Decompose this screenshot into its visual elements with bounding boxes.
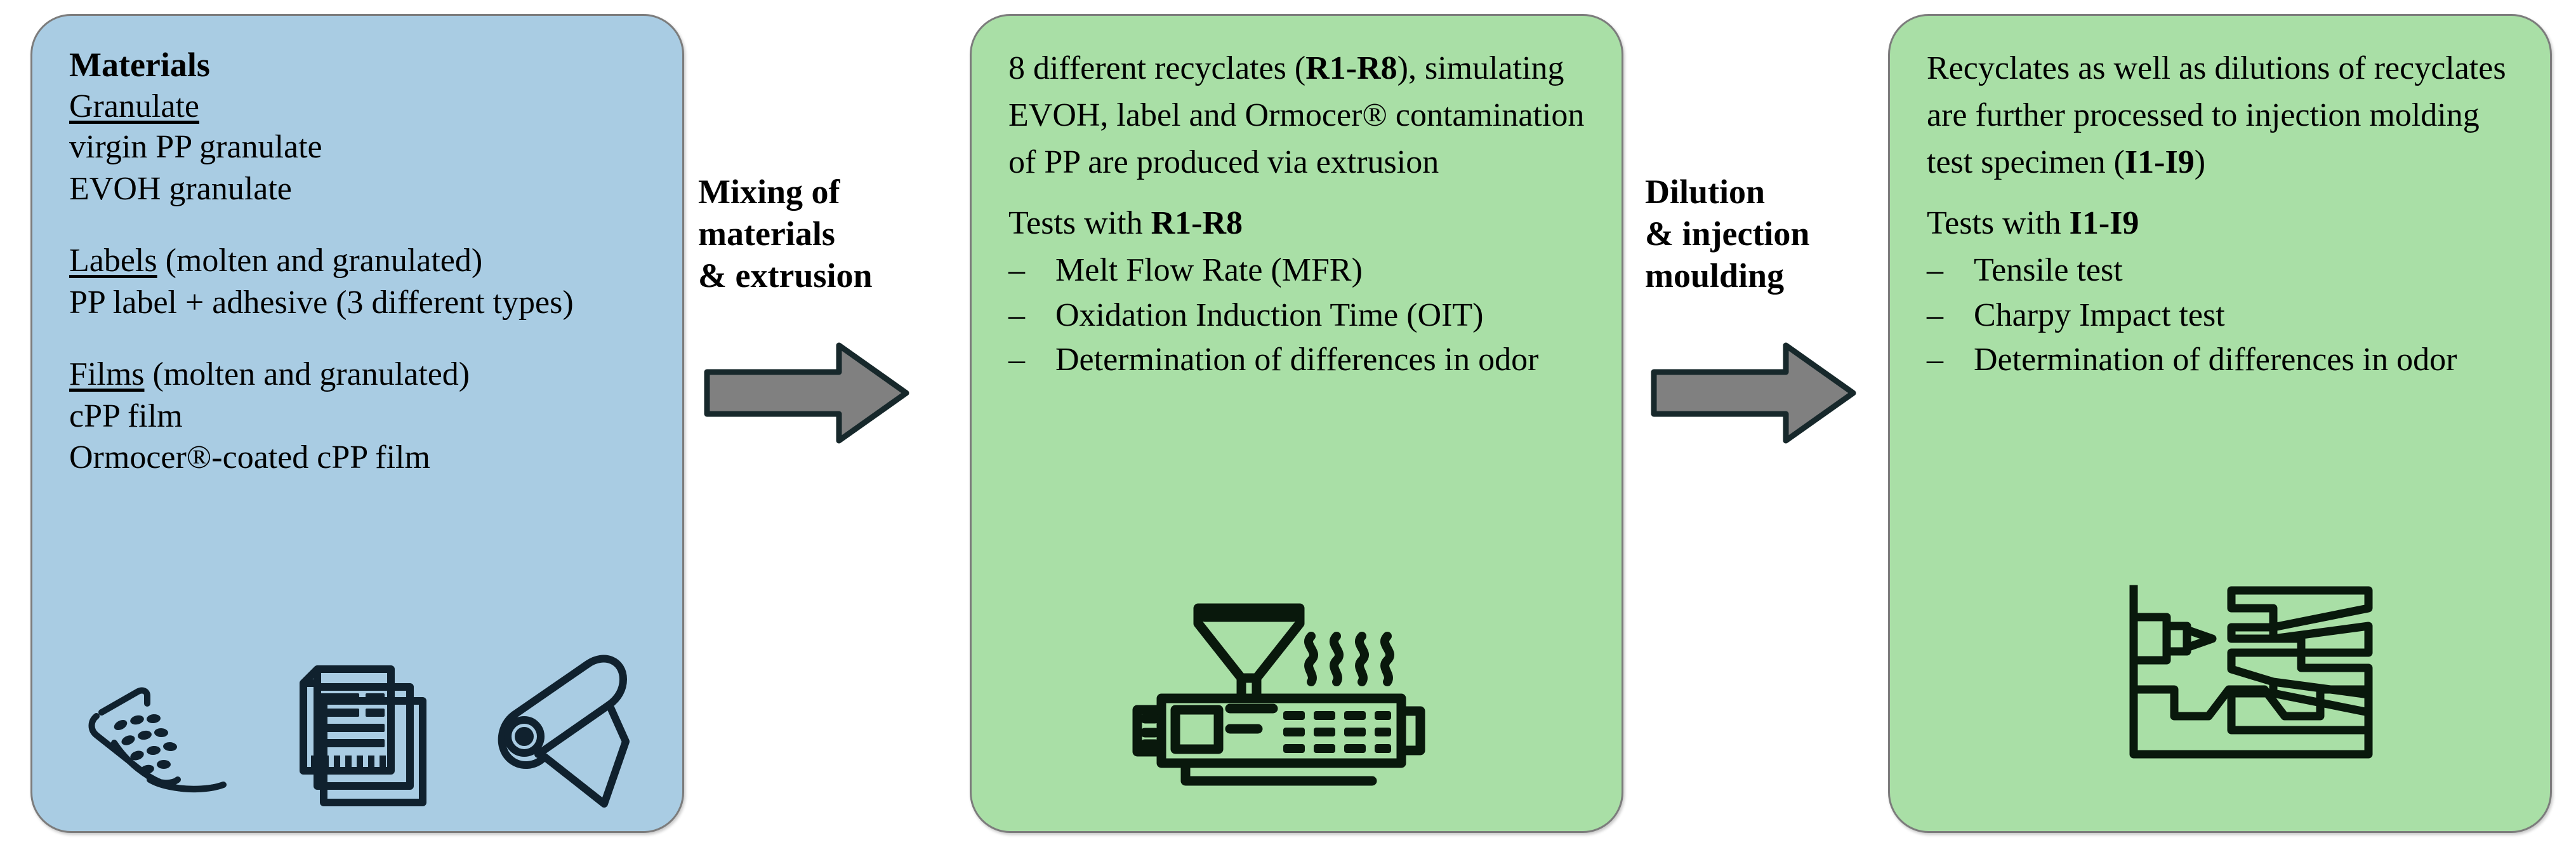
recyclates-code-range: R1-R8 xyxy=(1305,50,1397,86)
list-item: – Oxidation Induction Time (OIT) xyxy=(1008,294,1587,338)
connector-label-line-2: materials xyxy=(698,214,835,253)
label-stack-icon xyxy=(284,654,443,813)
group-label-films-text: Films xyxy=(69,356,145,393)
hand-with-granulate-icon xyxy=(76,667,248,813)
injection-molding-icon xyxy=(2113,571,2393,775)
specimen-tests-heading-code: I1-I9 xyxy=(2069,205,2139,242)
recyclates-description: 8 different recyclates (R1-R8), simulati… xyxy=(1008,45,1587,185)
group-label-labels-suffix: (molten and granulated) xyxy=(157,243,483,279)
list-item: – Tensile test xyxy=(1927,249,2516,293)
film-roll-icon xyxy=(480,654,638,813)
recyclates-description-part-2: ), simulating EVOH, label and Ormocer® c… xyxy=(1008,50,1585,180)
spacer xyxy=(69,210,648,240)
material-item-virgin-pp: virgin PP granulate xyxy=(69,129,322,166)
recyclates-test-list: – Melt Flow Rate (MFR) – Oxidation Induc… xyxy=(1008,249,1587,382)
specimen-test-charpy: Charpy Impact test xyxy=(1974,296,2225,333)
connector-label-line-3: & extrusion xyxy=(698,256,873,295)
specimen-test-list: – Tensile test – Charpy Impact test – De… xyxy=(1927,249,2516,382)
spacer xyxy=(69,323,648,354)
extruder-machine-icon xyxy=(1117,597,1447,787)
list-item: – Melt Flow Rate (MFR) xyxy=(1008,249,1587,293)
recyclates-tests-heading-prefix: Tests with xyxy=(1008,205,1151,242)
right-arrow-icon xyxy=(1649,339,1915,447)
list-item: – Determination of differences in odor xyxy=(1927,338,2516,382)
bullet-dash-icon: – xyxy=(1927,342,1943,378)
materials-icon-row xyxy=(76,641,630,813)
material-item-ormocer-cpp-film: Ormocer®-coated cPP film xyxy=(69,439,430,476)
list-item: – Charpy Impact test xyxy=(1927,294,2516,338)
connector-label-line-2: & injection xyxy=(1645,214,1810,253)
specimen-code-range: I1-I9 xyxy=(2124,143,2195,180)
material-item-cpp-film: cPP film xyxy=(69,397,183,434)
specimen-description: Recyclates as well as dilutions of recyc… xyxy=(1927,45,2516,185)
specimen-test-odor: Determination of differences in odor xyxy=(1974,342,2457,378)
recyclates-test-mfr: Melt Flow Rate (MFR) xyxy=(1055,252,1363,289)
bullet-dash-icon: – xyxy=(1008,342,1025,378)
spacer xyxy=(1008,185,1587,202)
recyclates-test-oit: Oxidation Induction Time (OIT) xyxy=(1055,296,1484,333)
connector-label-line-3: moulding xyxy=(1645,256,1785,295)
group-label-granulate-text: Granulate xyxy=(69,88,200,124)
group-label-granulate: Granulate xyxy=(69,87,648,126)
recyclates-tests-heading-code: R1-R8 xyxy=(1151,205,1243,242)
connector-label-line-1: Mixing of xyxy=(698,173,840,211)
recyclates-tests-heading: Tests with R1-R8 xyxy=(1008,202,1587,245)
recyclates-description-part-1: 8 different recyclates ( xyxy=(1008,50,1306,86)
materials-content: Materials Granulate virgin PP granulate … xyxy=(32,16,682,479)
materials-heading: Materials xyxy=(69,46,210,84)
material-item-evoh: EVOH granulate xyxy=(69,170,292,207)
connector-mixing-extrusion: Mixing of materials & extrusion xyxy=(696,171,968,447)
group-label-labels: Labels (molten and granulated) xyxy=(69,240,648,282)
connector-label-line-1: Dilution xyxy=(1645,173,1766,211)
group-label-labels-text: Labels xyxy=(69,243,157,279)
bullet-dash-icon: – xyxy=(1927,252,1943,289)
specimen-content: Recyclates as well as dilutions of recyc… xyxy=(1890,16,2550,382)
specimen-test-tensile: Tensile test xyxy=(1974,252,2123,289)
specimen-description-part-1: Recyclates as well as dilutions of recyc… xyxy=(1927,50,2506,180)
specimen-panel: Recyclates as well as dilutions of recyc… xyxy=(1888,14,2552,833)
specimen-tests-heading: Tests with I1-I9 xyxy=(1927,202,2516,245)
right-arrow-icon xyxy=(702,339,968,447)
bullet-dash-icon: – xyxy=(1008,252,1025,289)
connector-dilution-injection-moulding: Dilution & injection moulding xyxy=(1642,171,1915,447)
recyclates-content: 8 different recyclates (R1-R8), simulati… xyxy=(972,16,1622,382)
list-item: – Determination of differences in odor xyxy=(1008,338,1587,382)
material-item-pp-label-adhesive: PP label + adhesive (3 different types) xyxy=(69,284,574,321)
spacer xyxy=(1927,185,2516,202)
group-label-films: Films (molten and granulated) xyxy=(69,354,648,396)
group-label-films-suffix: (molten and granulated) xyxy=(144,356,470,393)
specimen-tests-heading-prefix: Tests with xyxy=(1927,205,2070,242)
recyclates-test-odor: Determination of differences in odor xyxy=(1055,342,1539,378)
bullet-dash-icon: – xyxy=(1008,296,1025,333)
bullet-dash-icon: – xyxy=(1927,296,1943,333)
specimen-description-part-2: ) xyxy=(2194,143,2206,180)
